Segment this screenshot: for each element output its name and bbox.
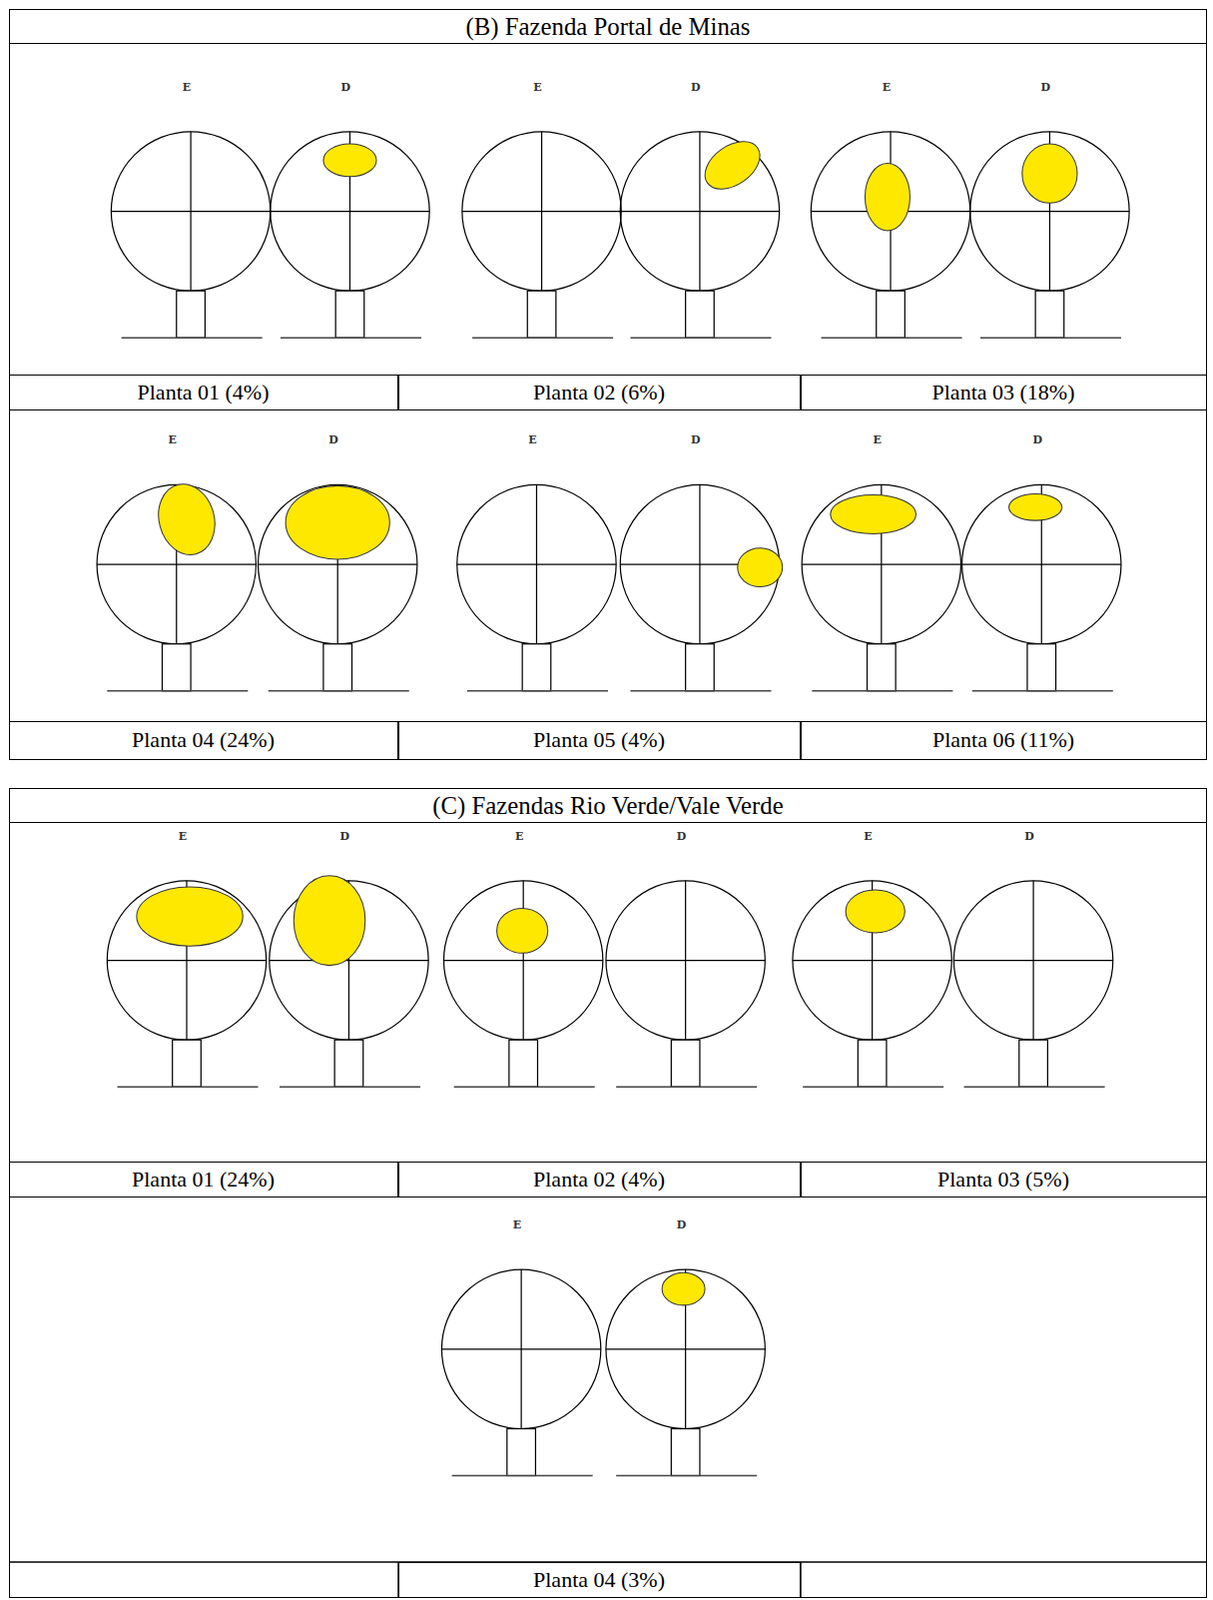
- tree: [462, 131, 621, 338]
- side-label: E: [528, 433, 537, 447]
- side-label: D: [676, 829, 687, 843]
- side-label: E: [882, 80, 891, 94]
- tree: [619, 131, 779, 338]
- infection-spot: [323, 143, 377, 177]
- tree: [110, 131, 270, 338]
- side-label: D: [690, 80, 701, 94]
- infection-spot: [150, 477, 223, 561]
- infection-spot: [497, 907, 549, 953]
- caption-cell: Planta 02 (4%): [398, 1161, 801, 1198]
- plant-caption: Planta 03 (5%): [937, 1166, 1070, 1193]
- plant-caption: Planta 05 (4%): [533, 726, 665, 753]
- side-label: E: [167, 433, 176, 447]
- side-label: D: [341, 80, 352, 94]
- tree: [619, 484, 779, 690]
- infection-spot: [285, 485, 390, 560]
- infection-spot: [830, 495, 917, 535]
- tree: [953, 880, 1113, 1087]
- side-label: E: [178, 829, 187, 843]
- caption-cell: Planta 05 (4%): [398, 720, 801, 760]
- plant-caption: Planta 04 (24%): [131, 726, 275, 753]
- caption-cell: Planta 03 (5%): [800, 1161, 1208, 1198]
- side-label: D: [328, 433, 339, 447]
- tree: [970, 131, 1130, 338]
- infection-spot: [737, 548, 783, 588]
- side-label: E: [515, 829, 524, 843]
- plant-caption: Planta 03 (18%): [932, 379, 1076, 406]
- infection-spot: [845, 889, 905, 933]
- infection-spot: [661, 1271, 705, 1305]
- tree: [443, 880, 603, 1087]
- tree: [106, 880, 266, 1087]
- caption-cell: Planta 01 (24%): [8, 1161, 399, 1198]
- panel-title: (B) Fazenda Portal de Minas: [9, 9, 1207, 44]
- infection-spot: [293, 875, 366, 966]
- infection-spot: [864, 162, 910, 230]
- side-label: D: [1032, 433, 1043, 447]
- plant-caption: Planta 02 (4%): [533, 1166, 665, 1193]
- tree: [270, 131, 430, 338]
- panel-title: (C) Fazendas Rio Verde/Vale Verde: [9, 788, 1207, 823]
- caption-cell: Planta 04 (3%): [398, 1561, 801, 1598]
- tree: [962, 484, 1122, 690]
- infection-spot: [1009, 494, 1063, 522]
- side-label: D: [676, 1217, 687, 1231]
- tree: [792, 880, 952, 1087]
- caption-cell: Planta 04 (24%): [8, 720, 399, 760]
- side-label: E: [873, 433, 882, 447]
- tree: [441, 1268, 601, 1475]
- side-label: D: [1041, 80, 1052, 94]
- infection-spot: [1022, 143, 1078, 203]
- table-panel: (B) Fazenda Portal de MinasPlanta 01 (4%…: [8, 8, 1208, 760]
- plant-caption: Planta 02 (6%): [533, 379, 665, 406]
- infection-spot: [695, 131, 768, 199]
- side-label: E: [863, 829, 872, 843]
- tree: [457, 484, 616, 690]
- tree: [810, 131, 970, 338]
- caption-cell: Planta 02 (6%): [398, 374, 801, 411]
- side-label: D: [1024, 829, 1035, 843]
- plant-caption: Planta 01 (24%): [131, 1166, 275, 1193]
- plant-caption: Planta 01 (4%): [137, 379, 270, 406]
- caption-cell: Planta 06 (11%): [800, 720, 1208, 760]
- table-panel: (C) Fazendas Rio Verde/Vale VerdePlanta …: [8, 787, 1208, 1598]
- side-label: E: [533, 80, 542, 94]
- side-label: E: [182, 80, 191, 94]
- tree: [606, 880, 765, 1087]
- tree: [801, 484, 961, 690]
- plant-caption: Planta 06 (11%): [932, 726, 1075, 753]
- caption-cell: Planta 01 (4%): [8, 374, 399, 411]
- tree: [258, 484, 418, 690]
- side-label: E: [513, 1217, 522, 1231]
- infection-spot: [136, 886, 243, 946]
- side-label: D: [340, 829, 351, 843]
- plant-caption: Planta 04 (3%): [533, 1566, 665, 1593]
- caption-cell: Planta 03 (18%): [800, 374, 1208, 411]
- tree: [606, 1268, 765, 1475]
- side-label: D: [690, 433, 701, 447]
